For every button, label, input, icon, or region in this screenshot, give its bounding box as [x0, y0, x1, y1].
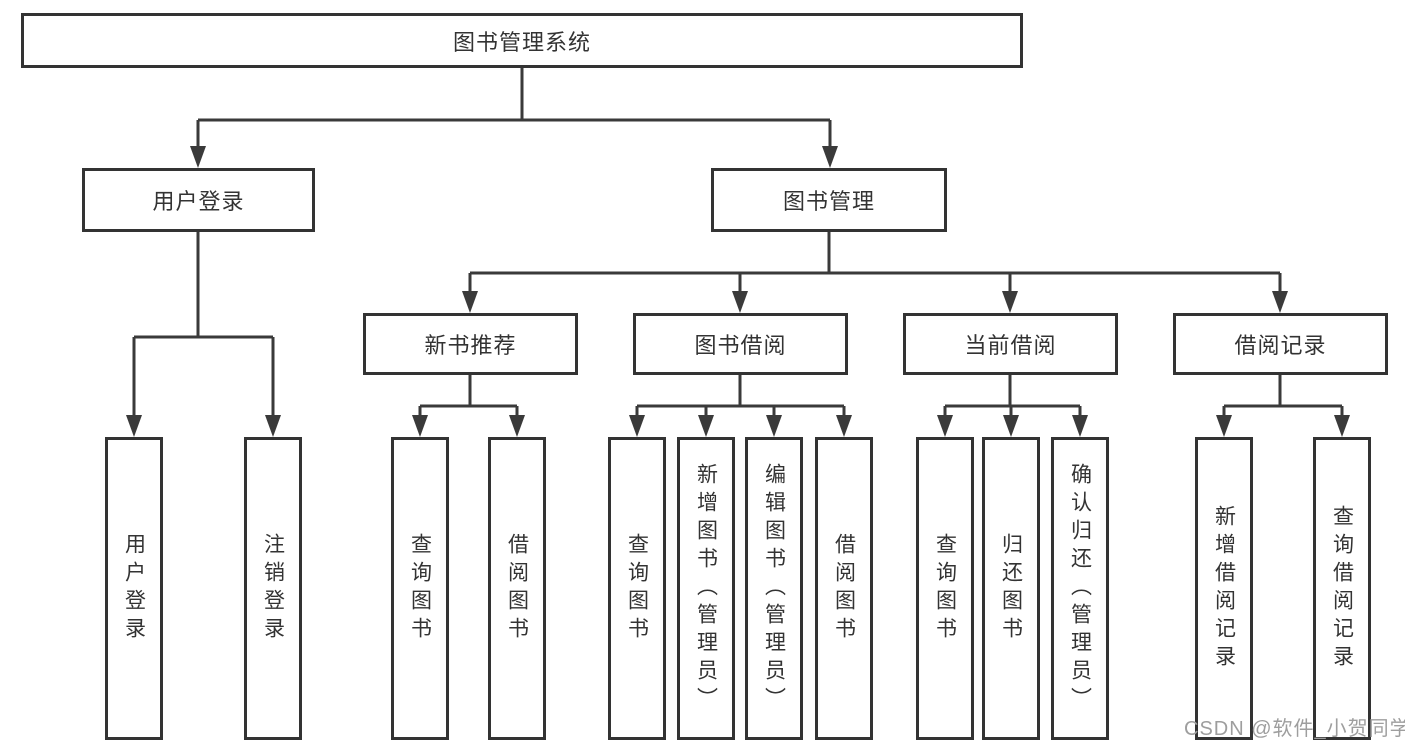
arrowhead: [1002, 291, 1018, 313]
node-new-book-recommend-label: 新书推荐: [424, 333, 517, 358]
arrowhead: [836, 415, 852, 437]
leaf-user-login: 用户登录: [105, 437, 163, 740]
node-borrow-records-label: 借阅记录: [1234, 333, 1327, 358]
leaf-current-return-books: 归还图书: [982, 437, 1040, 740]
node-book-management: 图书管理: [711, 168, 947, 232]
leaf-borrow-borrow-books-label: 借阅图书: [832, 532, 856, 645]
connector-path: [132, 68, 1344, 422]
arrowhead: [822, 146, 838, 168]
leaf-borrow-edit-books-admin: 编辑图书（管理员）: [745, 437, 803, 740]
leaf-current-query-books-label: 查询图书: [933, 532, 957, 645]
node-current-borrow-label: 当前借阅: [964, 333, 1057, 358]
leaf-borrow-query-books-label: 查询图书: [625, 532, 649, 645]
leaf-current-query-books: 查询图书: [916, 437, 974, 740]
leaf-borrow-add-books-admin: 新增图书（管理员）: [677, 437, 735, 740]
leaf-current-return-books-label: 归还图书: [999, 532, 1023, 645]
arrowhead: [1072, 415, 1088, 437]
leaf-current-confirm-return-admin-label: 确认归还（管理员）: [1068, 462, 1092, 715]
node-library-system: 图书管理系统: [21, 13, 1023, 68]
leaf-newbook-query-books: 查询图书: [391, 437, 449, 740]
leaf-current-confirm-return-admin: 确认归还（管理员）: [1051, 437, 1109, 740]
arrowhead: [509, 415, 525, 437]
arrowheads: [126, 146, 1350, 437]
leaf-records-query-record: 查询借阅记录: [1313, 437, 1371, 740]
leaf-logout: 注销登录: [244, 437, 302, 740]
leaf-borrow-edit-books-admin-label: 编辑图书（管理员）: [762, 462, 786, 715]
node-book-borrow: 图书借阅: [633, 313, 848, 375]
node-current-borrow: 当前借阅: [903, 313, 1118, 375]
leaf-borrow-query-books: 查询图书: [608, 437, 666, 740]
arrowhead: [629, 415, 645, 437]
leaf-newbook-query-books-label: 查询图书: [408, 532, 432, 645]
arrowhead: [1216, 415, 1232, 437]
node-user-login-label: 用户登录: [152, 189, 245, 214]
leaf-user-login-label: 用户登录: [122, 532, 146, 645]
arrowhead: [766, 415, 782, 437]
arrowhead: [265, 415, 281, 437]
node-book-management-label: 图书管理: [782, 189, 875, 214]
arrowhead: [1334, 415, 1350, 437]
leaf-borrow-borrow-books: 借阅图书: [815, 437, 873, 740]
arrowhead: [412, 415, 428, 437]
leaf-logout-label: 注销登录: [261, 532, 285, 645]
leaf-newbook-borrow-books: 借阅图书: [488, 437, 546, 740]
leaf-borrow-add-books-admin-label: 新增图书（管理员）: [694, 462, 718, 715]
arrowhead: [1272, 291, 1288, 313]
node-library-system-label: 图书管理系统: [452, 29, 591, 55]
leaf-records-add-record: 新增借阅记录: [1195, 437, 1253, 740]
arrowhead: [190, 146, 206, 168]
node-book-borrow-label: 图书借阅: [694, 333, 787, 358]
leaf-records-query-record-label: 查询借阅记录: [1330, 504, 1354, 673]
csdn-watermark: CSDN @软件_小贺同学: [1184, 718, 1405, 740]
leaf-records-add-record-label: 新增借阅记录: [1212, 504, 1236, 673]
node-new-book-recommend: 新书推荐: [363, 313, 578, 375]
arrowhead: [937, 415, 953, 437]
arrowhead: [732, 291, 748, 313]
arrowhead: [698, 415, 714, 437]
arrowhead: [462, 291, 478, 313]
node-user-login: 用户登录: [82, 168, 315, 232]
arrowhead: [126, 415, 142, 437]
arrowhead: [1003, 415, 1019, 437]
leaf-newbook-borrow-books-label: 借阅图书: [505, 532, 529, 645]
node-borrow-records: 借阅记录: [1173, 313, 1388, 375]
